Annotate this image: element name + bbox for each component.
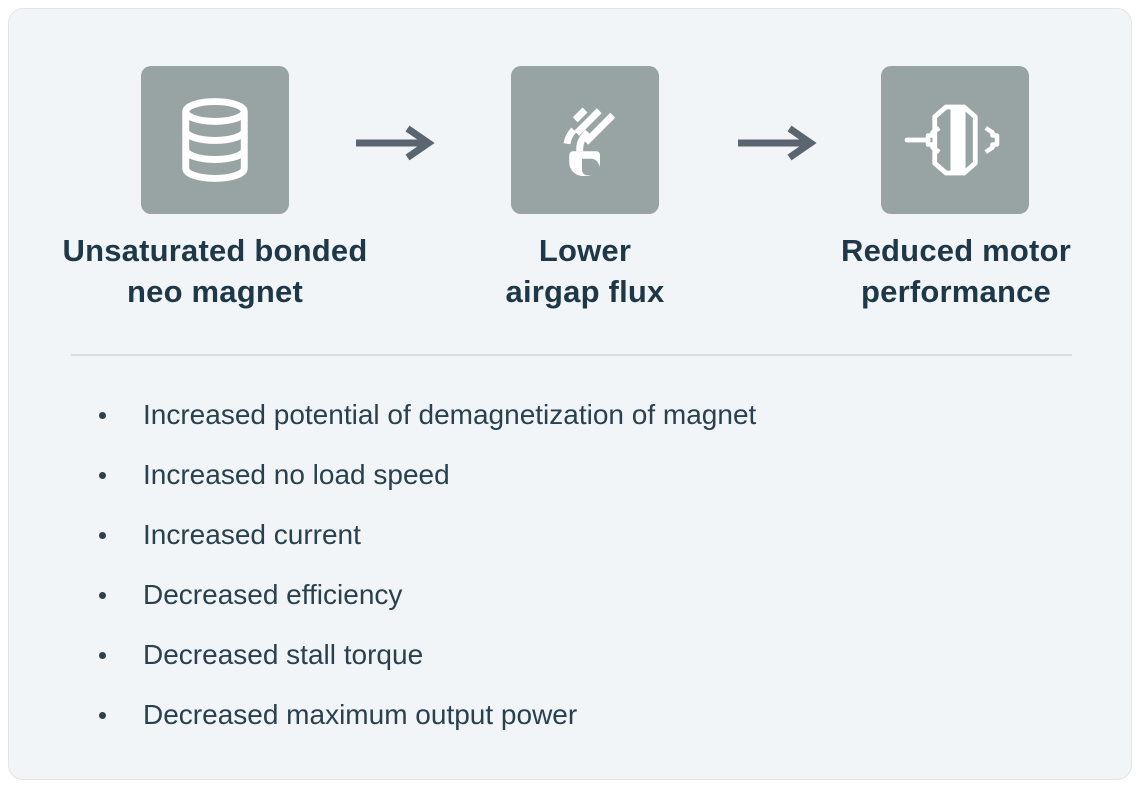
bullet-icon xyxy=(99,591,106,599)
bullet-icon xyxy=(99,711,106,719)
step-label-motor: Reduced motor performance xyxy=(756,230,1140,312)
step-label-flux: Lower airgap flux xyxy=(385,230,785,312)
step-tile-flux xyxy=(511,66,659,214)
effect-text: Increased potential of demagnetization o… xyxy=(143,399,757,430)
effect-text: Decreased efficiency xyxy=(143,579,403,610)
list-item: Increased no load speed xyxy=(99,445,756,505)
step-label-magnet: Unsaturated bonded neo magnet xyxy=(15,230,415,312)
list-item: Increased current xyxy=(99,505,756,565)
effect-text: Increased current xyxy=(143,519,361,550)
bullet-icon xyxy=(99,531,106,539)
step-label-line: neo magnet xyxy=(127,274,303,309)
step-label-line: airgap flux xyxy=(505,274,665,309)
list-item: Increased potential of demagnetization o… xyxy=(99,385,756,445)
flux-lamp-icon xyxy=(563,107,616,176)
step-label-line: Reduced motor xyxy=(841,233,1071,268)
bullet-icon xyxy=(99,411,106,419)
arrow-right-icon xyxy=(738,125,817,161)
arrow-right-icon xyxy=(356,125,435,161)
step-tile-motor xyxy=(881,66,1029,214)
step-label-line: Unsaturated bonded xyxy=(62,233,368,268)
list-item: Decreased maximum output power xyxy=(99,685,756,745)
list-item: Decreased efficiency xyxy=(99,565,756,625)
step-tile-magnet xyxy=(141,66,289,214)
effects-list: Increased potential of demagnetization o… xyxy=(99,385,756,745)
effect-text: Decreased stall torque xyxy=(143,639,424,670)
motor-icon xyxy=(904,104,1000,176)
database-cylinder-icon xyxy=(182,98,248,182)
step-label-line: Lower xyxy=(538,233,632,268)
step-label-line: performance xyxy=(861,274,1051,309)
infographic-card: Unsaturated bonded neo magnet Lower airg… xyxy=(8,8,1132,780)
list-item: Decreased stall torque xyxy=(99,625,756,685)
divider xyxy=(71,354,1072,356)
effect-text: Decreased maximum output power xyxy=(143,699,578,730)
effect-text: Increased no load speed xyxy=(143,459,450,490)
bullet-icon xyxy=(99,471,106,479)
bullet-icon xyxy=(99,651,106,659)
